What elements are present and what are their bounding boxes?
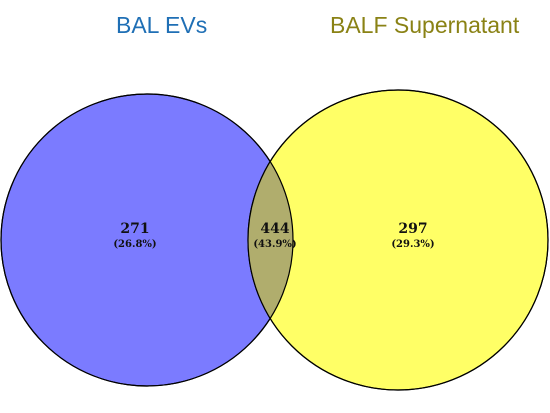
overlap-count: 444: [260, 221, 289, 237]
right-only-count: 297: [398, 221, 427, 237]
left-only-percent: (26.8%): [113, 239, 156, 250]
circle-balf-supernatant-outline: [247, 89, 549, 391]
set-label-bal-evs: BAL EVs: [116, 12, 208, 38]
right-only-percent: (29.3%): [391, 239, 434, 250]
left-only-count: 271: [120, 221, 149, 237]
circle-bal-evs-outline: [0, 93, 294, 387]
set-label-balf-supernatant: BALF Supernatant: [330, 12, 520, 38]
overlap-percent: (43.9%): [253, 239, 296, 250]
